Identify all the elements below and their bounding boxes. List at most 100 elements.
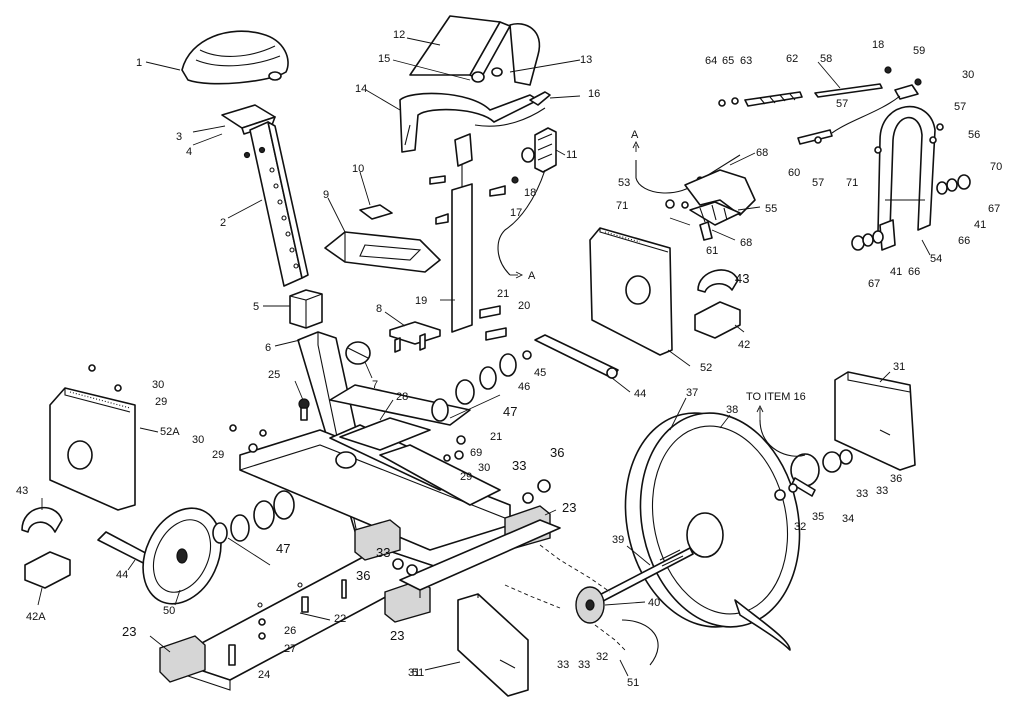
label-61: 61 bbox=[706, 245, 718, 257]
weight-block-part bbox=[457, 593, 529, 697]
flywheel-part bbox=[624, 412, 801, 651]
label-66: 66 bbox=[958, 235, 970, 247]
label-57: 57 bbox=[812, 177, 824, 189]
label-63: 63 bbox=[740, 55, 752, 67]
label-31: 31 bbox=[893, 361, 905, 373]
label-57: 57 bbox=[954, 101, 966, 113]
label-33: 33 bbox=[557, 659, 569, 671]
label-34: 34 bbox=[842, 513, 854, 525]
label-2: 2 bbox=[220, 217, 226, 229]
label-70: 70 bbox=[990, 161, 1002, 173]
part-number-labels: 1 2 3 4 5 6 7 8 9 10 11 12 13 14 15 16 1… bbox=[16, 29, 1002, 689]
label-13: 13 bbox=[580, 54, 592, 66]
callout-a-cable: A bbox=[528, 270, 536, 282]
label-18: 18 bbox=[872, 39, 884, 51]
callout-to-item-16: TO ITEM 16 bbox=[746, 391, 806, 403]
label-62: 62 bbox=[786, 53, 798, 65]
label-23: 23 bbox=[122, 624, 136, 639]
label-45: 45 bbox=[534, 367, 546, 379]
label-36: 36 bbox=[890, 473, 902, 485]
label-67: 67 bbox=[868, 278, 880, 290]
tension-knob-part bbox=[521, 127, 557, 173]
label-69: 69 bbox=[470, 447, 482, 459]
label-43: 43 bbox=[16, 485, 28, 497]
handlebar-part bbox=[399, 92, 539, 153]
handlebar-post-part bbox=[451, 133, 473, 333]
label-3: 3 bbox=[176, 131, 182, 143]
label-36: 36 bbox=[356, 568, 370, 583]
label-59: 59 bbox=[913, 45, 925, 57]
label-41: 41 bbox=[974, 219, 986, 231]
label-41: 41 bbox=[890, 266, 902, 278]
label-23: 23 bbox=[562, 500, 576, 515]
label-46: 46 bbox=[518, 381, 530, 393]
label-22: 22 bbox=[334, 613, 346, 625]
label-39: 39 bbox=[612, 534, 624, 546]
label-36: 36 bbox=[550, 445, 564, 460]
label-35: 35 bbox=[812, 511, 824, 523]
label-30: 30 bbox=[962, 69, 974, 81]
label-60: 60 bbox=[788, 167, 800, 179]
adjust-knob-part bbox=[345, 341, 371, 365]
label-58: 58 bbox=[820, 53, 832, 65]
label-54: 54 bbox=[930, 253, 942, 265]
label-29: 29 bbox=[155, 396, 167, 408]
brake-pad-part bbox=[684, 169, 756, 241]
label-32: 32 bbox=[794, 521, 806, 533]
bracket-part bbox=[389, 321, 441, 353]
label-24: 24 bbox=[258, 669, 270, 681]
label-53: 53 bbox=[618, 177, 630, 189]
label-68: 68 bbox=[756, 147, 768, 159]
seat-tube-part bbox=[289, 289, 323, 329]
rear-stabilizer-part bbox=[399, 519, 561, 598]
label-11: 11 bbox=[566, 149, 577, 161]
pedal-part bbox=[24, 301, 741, 589]
label-47: 47 bbox=[503, 404, 517, 419]
label-31: 31 bbox=[408, 667, 420, 679]
label-47: 47 bbox=[276, 541, 290, 556]
label-42: 42 bbox=[738, 339, 750, 351]
label-32: 32 bbox=[596, 651, 608, 663]
label-1: 1 bbox=[136, 57, 142, 69]
label-50: 50 bbox=[163, 605, 175, 617]
label-5: 5 bbox=[253, 301, 259, 313]
chain-part bbox=[504, 544, 659, 666]
label-65: 65 bbox=[722, 55, 734, 67]
label-57: 57 bbox=[836, 98, 848, 110]
chain-sprocket-part bbox=[575, 586, 605, 624]
label-14: 14 bbox=[355, 83, 367, 95]
label-64: 64 bbox=[705, 55, 717, 67]
console-tray-part bbox=[324, 204, 441, 273]
label-33: 33 bbox=[876, 485, 888, 497]
label-20: 20 bbox=[518, 300, 530, 312]
bearing-cup-part bbox=[212, 353, 517, 544]
washer-set-part bbox=[851, 123, 971, 251]
label-52A: 52A bbox=[160, 426, 180, 438]
brake-arm-part bbox=[877, 105, 936, 251]
label-33: 33 bbox=[512, 458, 526, 473]
label-12: 12 bbox=[393, 29, 405, 41]
brake-assembly-part bbox=[774, 449, 853, 501]
label-19: 19 bbox=[415, 295, 427, 307]
label-66: 66 bbox=[908, 266, 920, 278]
label-51: 51 bbox=[627, 677, 639, 689]
brake-bracket-part bbox=[834, 371, 916, 471]
label-7: 7 bbox=[372, 379, 378, 391]
callout-labels: A A TO ITEM 16 bbox=[510, 129, 806, 420]
label-33: 33 bbox=[856, 488, 868, 500]
label-8: 8 bbox=[376, 303, 382, 315]
label-30: 30 bbox=[192, 434, 204, 446]
label-29: 29 bbox=[212, 449, 224, 461]
label-21: 21 bbox=[497, 288, 509, 300]
side-cover-52-part bbox=[589, 227, 673, 356]
label-30: 30 bbox=[478, 462, 490, 474]
seat-post-part bbox=[221, 104, 309, 287]
label-43: 43 bbox=[735, 271, 749, 286]
label-21: 21 bbox=[490, 431, 502, 443]
label-9: 9 bbox=[323, 189, 329, 201]
sprocket-part bbox=[142, 507, 222, 605]
label-27: 27 bbox=[284, 643, 296, 655]
label-6: 6 bbox=[265, 342, 271, 354]
label-51: 51 bbox=[412, 667, 424, 679]
